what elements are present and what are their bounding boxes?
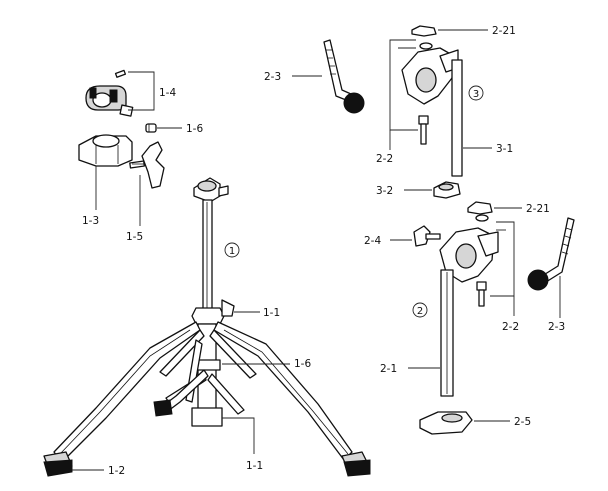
- part-3-2-collar: [433, 181, 461, 199]
- part-2-21-wingnut-mid: [467, 201, 493, 222]
- label-1-3: 1-3: [82, 215, 99, 227]
- label-3-1: 3-1: [496, 143, 513, 155]
- leader-2-2-mid: [490, 221, 515, 297]
- part-2-21-wingnut-top: [411, 25, 437, 50]
- label-1-6-mid: 1-6: [294, 358, 311, 370]
- label-2-21-mid: 2-21: [526, 203, 550, 215]
- marker-1: 1: [224, 242, 240, 258]
- leader-2-2-top: [389, 39, 418, 131]
- part-1-5-wing-bolt: [129, 141, 165, 189]
- part-2-4-wing-bolt: [413, 225, 441, 247]
- label-2-3-mid: 2-3: [548, 321, 565, 333]
- label-2-4: 2-4: [364, 235, 381, 247]
- label-2-2-top: 2-2: [376, 153, 393, 165]
- part-2-tilter-mid: [439, 227, 499, 283]
- marker-3-text: 3: [473, 89, 479, 100]
- marker-3: 3: [468, 85, 484, 101]
- label-1-5: 1-5: [126, 231, 143, 243]
- label-2-5: 2-5: [514, 416, 531, 428]
- label-2-3-top: 2-3: [264, 71, 281, 83]
- part-3-tilter-top: [401, 47, 459, 105]
- part-2-1-post: [440, 269, 454, 397]
- label-1-2: 1-2: [108, 465, 125, 477]
- label-1-6-top: 1-6: [186, 123, 203, 135]
- label-1-1-mid: 1-1: [263, 307, 280, 319]
- part-1-6-screw-top: [145, 123, 157, 133]
- label-2-2-mid: 2-2: [502, 321, 519, 333]
- label-3-2: 3-2: [376, 185, 393, 197]
- part-1-4-clamp-set: [85, 69, 134, 117]
- part-3-1-post: [451, 59, 463, 177]
- marker-1-text: 1: [229, 246, 235, 257]
- part-1-stand: [43, 177, 371, 477]
- part-2-3-rod-mid: [527, 217, 575, 291]
- part-2-3-rod-top: [323, 39, 365, 114]
- label-1-4: 1-4: [159, 87, 176, 99]
- part-1-3-clamp-body: [78, 134, 133, 167]
- leader-1-1-bot: [222, 417, 255, 454]
- leader-1-4: [128, 71, 155, 111]
- marker-2-text: 2: [417, 306, 423, 317]
- marker-2: 2: [412, 302, 428, 318]
- label-2-1: 2-1: [380, 363, 397, 375]
- part-2-2-bolt-mid: [476, 281, 487, 307]
- label-1-1-bot: 1-1: [246, 460, 263, 472]
- part-2-2-bolt-top: [418, 115, 429, 145]
- part-2-5-base-clamp: [419, 411, 473, 435]
- label-2-21-top: 2-21: [492, 25, 516, 37]
